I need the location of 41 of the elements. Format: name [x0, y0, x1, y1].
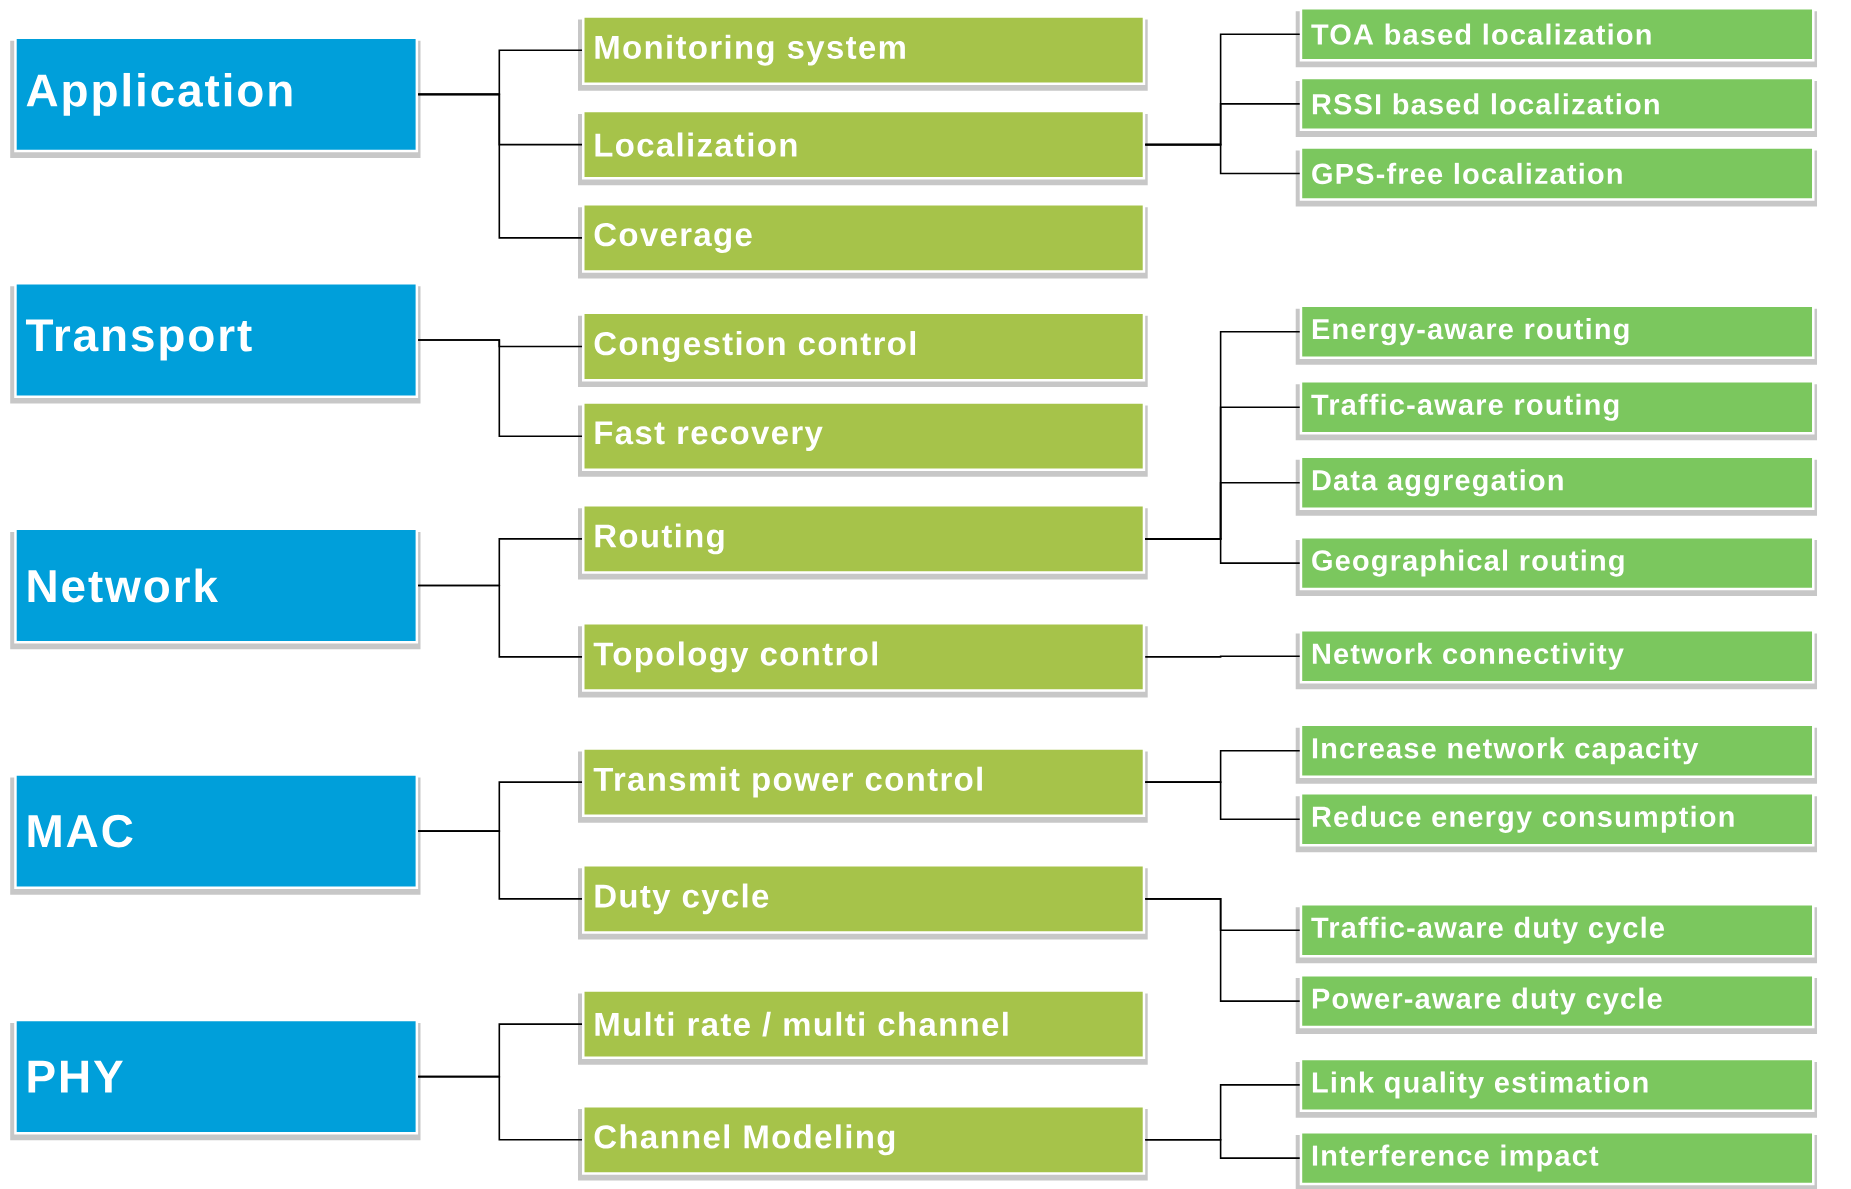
layer-box: Transport — [10, 282, 421, 404]
connector-line — [1144, 781, 1301, 821]
subtopic-box: Energy-aware routing — [1295, 304, 1817, 365]
connector-line — [417, 93, 583, 239]
topic-box: Topology control — [578, 622, 1148, 698]
connector-line — [417, 830, 583, 900]
topic-box: Fast recovery — [578, 401, 1148, 477]
subtopic-box: Interference impact — [1295, 1130, 1817, 1189]
subtopic-box: Reduce energy consumption — [1295, 792, 1817, 853]
topic-box: Monitoring system — [578, 15, 1148, 91]
layer-box: Network — [10, 527, 421, 650]
topic-box: Channel Modeling — [578, 1104, 1148, 1181]
subtopic-box: Link quality estimation — [1295, 1057, 1817, 1118]
connector-line — [1144, 898, 1301, 1002]
connector-line — [1144, 655, 1301, 658]
topic-box: Coverage — [578, 203, 1148, 279]
layer-box: PHY — [10, 1018, 421, 1141]
connector-line — [417, 339, 583, 437]
subtopic-box: Traffic-aware routing — [1295, 380, 1817, 441]
topic-box: Multi rate / multi channel — [578, 989, 1148, 1065]
subtopic-box: Traffic-aware duty cycle — [1295, 903, 1817, 964]
connector-line — [1144, 1139, 1301, 1159]
layer-box: Application — [10, 36, 421, 159]
subtopic-box: Data aggregation — [1295, 455, 1817, 516]
subtopic-box: Power-aware duty cycle — [1295, 973, 1817, 1034]
connector-line — [417, 1075, 583, 1141]
subtopic-box: Increase network capacity — [1295, 723, 1817, 784]
connector-line — [417, 584, 583, 658]
topic-box: Congestion control — [578, 311, 1148, 388]
topic-box: Localization — [578, 109, 1148, 186]
subtopic-box: Geographical routing — [1295, 535, 1817, 597]
topic-box: Duty cycle — [578, 864, 1148, 940]
layer-box: MAC — [10, 773, 421, 895]
topic-box: Transmit power control — [578, 747, 1148, 823]
subtopic-box: RSSI based localization — [1295, 76, 1817, 137]
connector-line — [1144, 143, 1301, 175]
subtopic-box: TOA based localization — [1295, 7, 1817, 68]
connector-line — [1144, 538, 1301, 564]
subtopic-box: Network connectivity — [1295, 629, 1817, 690]
subtopic-box: GPS-free localization — [1295, 146, 1817, 207]
topic-box: Routing — [578, 504, 1148, 580]
